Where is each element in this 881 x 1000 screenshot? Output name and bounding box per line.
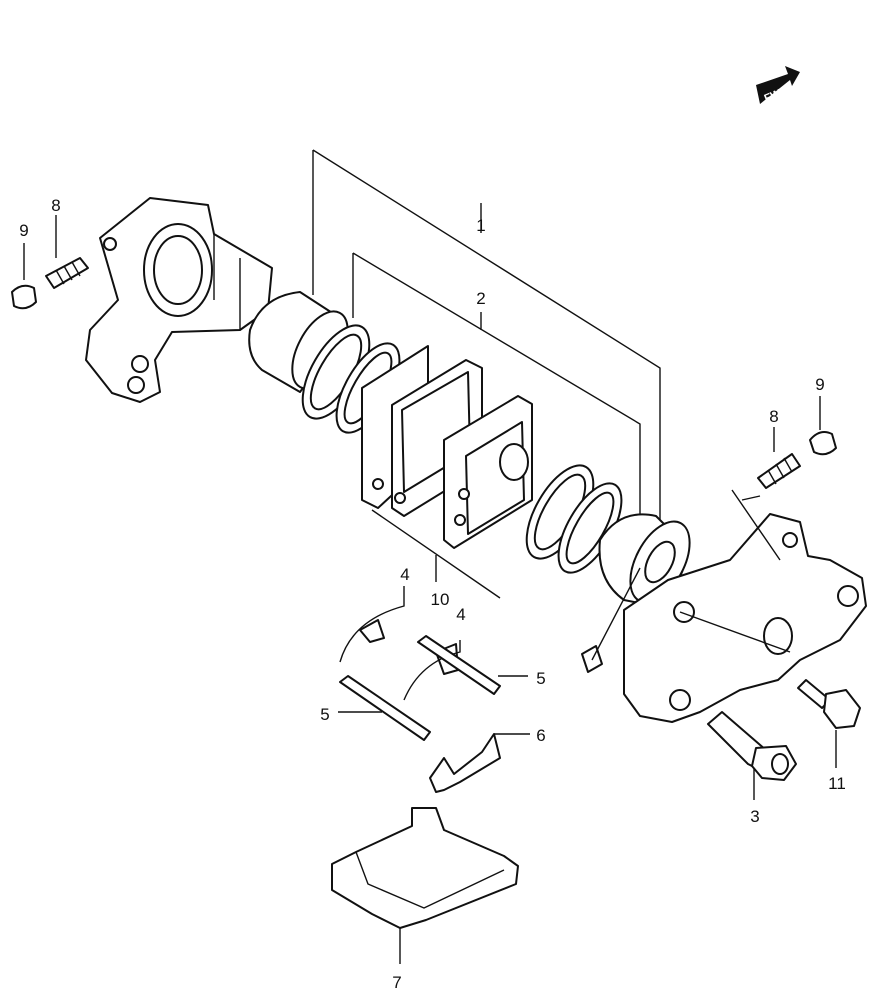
callout-4-upper: 4 (400, 565, 409, 584)
caliper-body-left (85, 197, 273, 403)
caliper-bolt (797, 679, 861, 768)
bracket-10 (371, 509, 501, 599)
pad-clip-upper (339, 586, 405, 663)
callout-10: 10 (431, 590, 450, 609)
callout-7: 7 (392, 973, 401, 992)
brake-pad-right (443, 395, 533, 549)
callout-5-right: 5 (536, 669, 545, 688)
callout-1: 1 (476, 216, 485, 235)
callout-5-left: 5 (320, 705, 329, 724)
callout-8-left: 8 (51, 196, 60, 215)
pad-pin-upper (417, 635, 528, 695)
callout-3: 3 (750, 807, 759, 826)
callout-4-lower: 4 (456, 605, 465, 624)
caliper-cover (331, 807, 519, 964)
seal-right-2 (557, 482, 623, 574)
pad-pin-lower (338, 675, 431, 741)
callout-9-right: 9 (815, 375, 824, 394)
o-ring (581, 567, 641, 673)
callout-2: 2 (476, 289, 485, 308)
bleeder-cap-right (809, 431, 837, 456)
callout-9-left: 9 (19, 221, 28, 240)
caliper-body-right (623, 489, 867, 723)
fwd-arrow-icon: FWD (756, 66, 800, 105)
bleeder-screw-right (757, 453, 801, 489)
bleeder-cap-left (11, 284, 37, 310)
callout-6: 6 (536, 726, 545, 745)
bleeder-screw-left (45, 257, 89, 289)
bracket-1 (312, 149, 661, 566)
pin-bolt (707, 711, 797, 800)
callout-8-right: 8 (769, 407, 778, 426)
callout-11: 11 (828, 774, 846, 793)
pad-spring (429, 733, 530, 793)
